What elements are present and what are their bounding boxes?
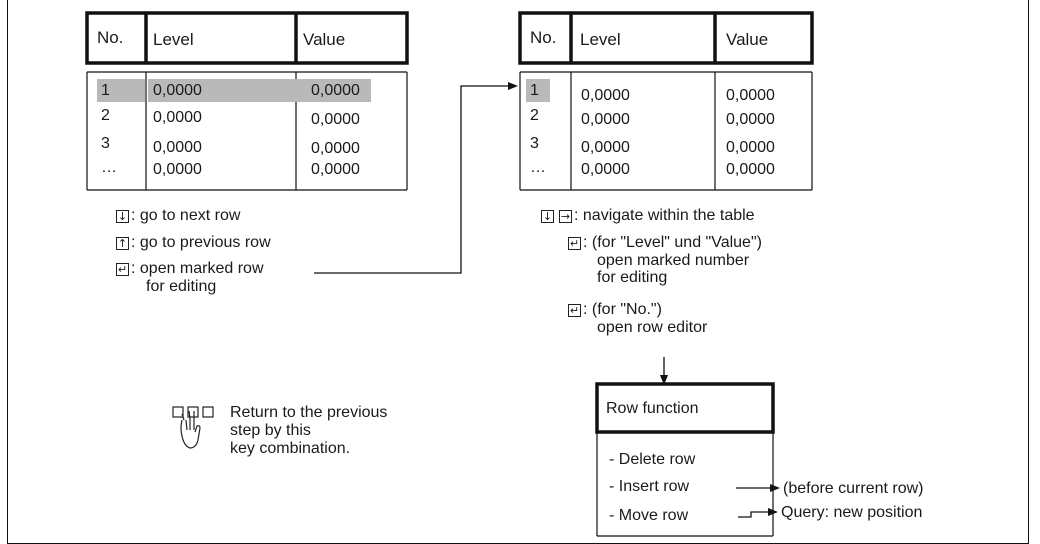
right-row2-no[interactable]: 2 xyxy=(530,107,539,124)
row-function-insert[interactable]: - Insert row xyxy=(609,478,690,495)
left-header-value[interactable]: Value xyxy=(303,30,346,49)
left-row1-highlight-levelvalue xyxy=(148,79,371,102)
arrow-up-key-icon: ↑ xyxy=(116,237,129,250)
right-row3-level[interactable]: 0,0000 xyxy=(581,139,630,156)
right-row4-level[interactable]: 0,0000 xyxy=(581,161,630,178)
enter-key-icon: ↵ xyxy=(568,304,581,317)
arrow-right-key-icon: → xyxy=(559,210,572,223)
move-target-label: Query: new position xyxy=(781,504,923,521)
right-row2-value[interactable]: 0,0000 xyxy=(726,111,775,128)
row-function-delete[interactable]: - Delete row xyxy=(609,451,696,468)
legend-open-row-2: for editing xyxy=(146,278,217,295)
arrow-down-key-icon: ↓ xyxy=(116,210,129,223)
left-row3-value[interactable]: 0,0000 xyxy=(311,140,360,157)
right-row1-value[interactable]: 0,0000 xyxy=(726,87,775,104)
left-row4-level[interactable]: 0,0000 xyxy=(153,161,202,178)
row-function-title[interactable]: Row function xyxy=(606,400,699,417)
right-row3-value[interactable]: 0,0000 xyxy=(726,139,775,156)
legend-level-value-1: : (for "Level" und "Value") xyxy=(583,234,762,251)
left-row1-value[interactable]: 0,0000 xyxy=(311,82,360,99)
left-row1-no[interactable]: 1 xyxy=(101,82,110,99)
right-row1-no[interactable]: 1 xyxy=(530,82,539,99)
legend-navigate: : navigate within the table xyxy=(574,207,755,224)
right-header-level[interactable]: Level xyxy=(580,30,621,49)
left-row2-level[interactable]: 0,0000 xyxy=(153,109,202,126)
enter-key-icon: ↵ xyxy=(116,263,129,276)
return-note-line1: Return to the previous xyxy=(230,404,388,421)
left-row2-no[interactable]: 2 xyxy=(101,107,110,124)
right-row3-no[interactable]: 3 xyxy=(530,135,539,152)
left-header-no[interactable]: No. xyxy=(97,28,124,47)
legend-open-row-1: : open marked row xyxy=(131,260,264,277)
arrow-down-key-icon: ↓ xyxy=(541,210,554,223)
insert-target-label: (before current row) xyxy=(783,480,924,497)
return-note-line2: step by this xyxy=(230,422,311,439)
legend-no-1: : (for "No.") xyxy=(583,301,662,318)
right-row1-highlight xyxy=(526,79,550,102)
right-header-no[interactable]: No. xyxy=(530,28,557,47)
left-row3-no[interactable]: 3 xyxy=(101,135,110,152)
left-row3-level[interactable]: 0,0000 xyxy=(153,139,202,156)
legend-next-row: : go to next row xyxy=(131,207,241,224)
legend-level-value-3: for editing xyxy=(597,269,668,286)
legend-prev-row: : go to previous row xyxy=(131,234,271,251)
return-note-line3: key combination. xyxy=(230,440,351,457)
right-row4-value[interactable]: 0,0000 xyxy=(726,161,775,178)
row-function-move[interactable]: - Move row xyxy=(609,507,689,524)
left-row1-highlight-no xyxy=(97,79,145,102)
left-header-level[interactable]: Level xyxy=(153,30,194,49)
hand-keys-icon xyxy=(172,406,224,458)
left-row4-value[interactable]: 0,0000 xyxy=(311,161,360,178)
left-row1-level[interactable]: 0,0000 xyxy=(153,82,202,99)
right-row4-no[interactable]: … xyxy=(530,159,546,176)
legend-level-value-2: open marked number xyxy=(597,252,750,269)
left-row2-value[interactable]: 0,0000 xyxy=(311,111,360,128)
right-row1-level[interactable]: 0,0000 xyxy=(581,87,630,104)
legend-no-2: open row editor xyxy=(597,319,708,336)
enter-key-icon: ↵ xyxy=(568,237,581,250)
right-header-value[interactable]: Value xyxy=(726,30,769,49)
left-row4-no[interactable]: … xyxy=(101,159,117,176)
right-row2-level[interactable]: 0,0000 xyxy=(581,111,630,128)
